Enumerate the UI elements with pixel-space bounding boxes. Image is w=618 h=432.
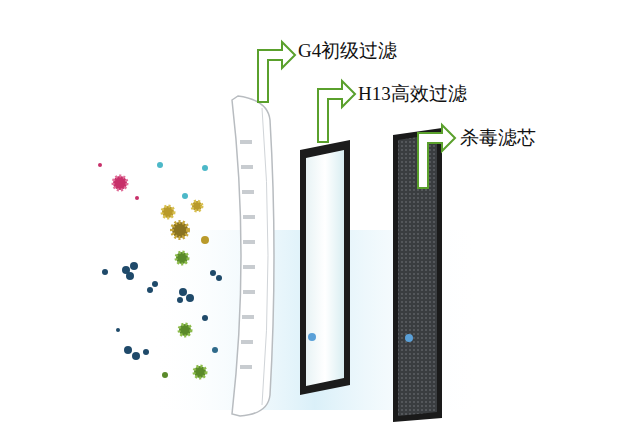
g4-slots — [240, 140, 255, 369]
h13-panel — [300, 140, 350, 395]
callout-label: 杀毒滤芯 — [460, 127, 536, 150]
g4-panel — [232, 96, 274, 416]
callout-arrows — [258, 42, 455, 188]
callout-label: H13高效过滤 — [358, 83, 467, 106]
callout-label: G4初级过滤 — [298, 40, 397, 63]
virus-particles — [98, 162, 222, 378]
